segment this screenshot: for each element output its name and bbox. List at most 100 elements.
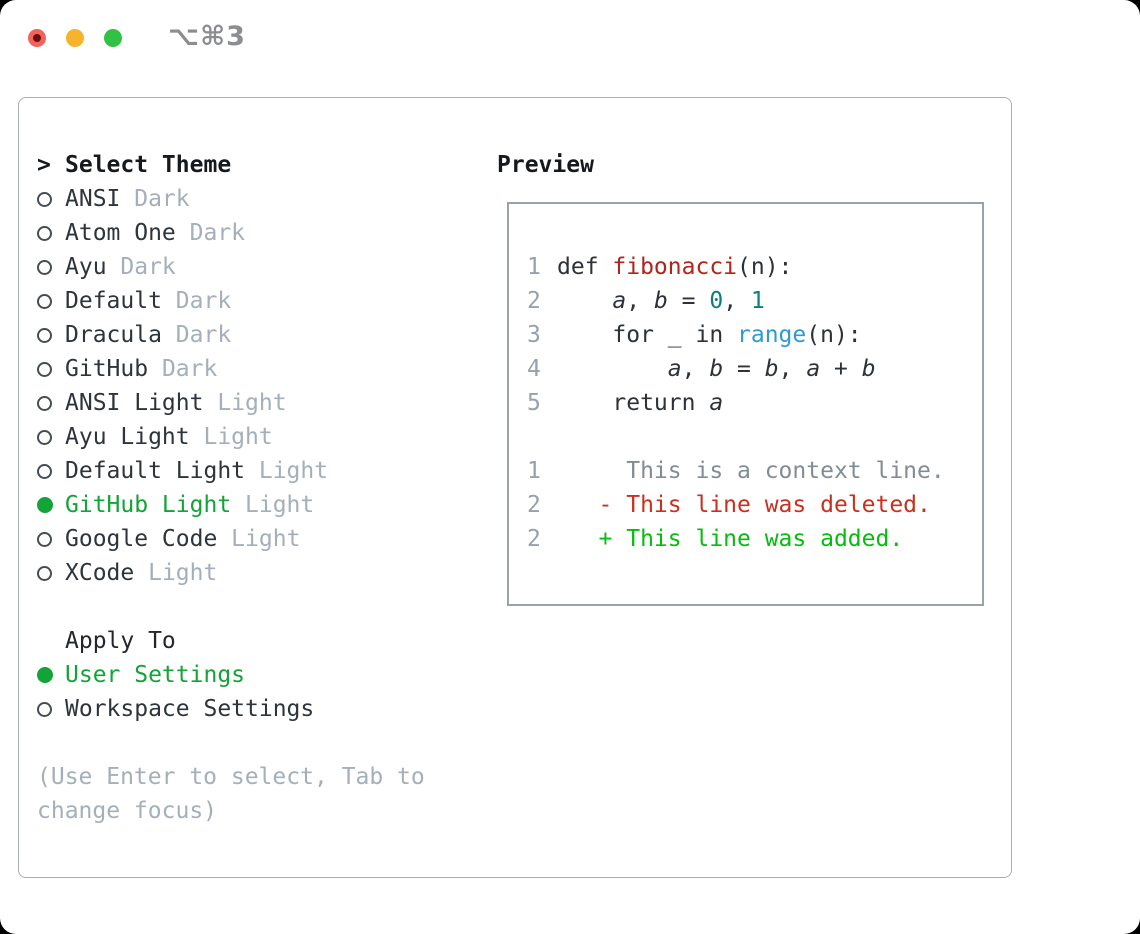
select-theme-header: > Select Theme (37, 148, 425, 182)
theme-name: Atom One (65, 220, 176, 246)
radio-unselected-icon (37, 395, 52, 411)
radio-icon (37, 565, 65, 581)
theme-name: Default (65, 288, 162, 314)
theme-option-google-code[interactable]: Google Code Light (37, 522, 425, 556)
theme-name: Google Code (65, 526, 218, 552)
line-number: 1 (527, 458, 541, 484)
theme-name: Ayu Light (65, 424, 190, 450)
code-text: a, b = 0, 1 (612, 288, 765, 314)
apply-to-header: Apply To (37, 624, 425, 658)
radio-selected-icon (37, 667, 53, 683)
radio-icon (37, 497, 65, 513)
code-line: 3 for _ in range(n): (527, 318, 982, 352)
theme-name: GitHub Light (65, 492, 232, 518)
theme-variant-tag: Dark (161, 322, 232, 348)
theme-variant-tag: Light (203, 390, 287, 416)
radio-selected-icon (37, 497, 53, 513)
radio-icon (37, 327, 65, 343)
radio-icon (37, 463, 65, 479)
line-number: 4 (527, 356, 541, 382)
spacer (37, 726, 425, 760)
radio-unselected-icon (37, 293, 52, 309)
radio-icon (37, 293, 65, 309)
radio-icon (37, 395, 65, 411)
radio-icon (37, 429, 65, 445)
line-number: 2 (527, 288, 541, 314)
hint-text-line1: (Use Enter to select, Tab to (37, 764, 425, 790)
theme-option-github-light[interactable]: GitHub Light Light (37, 488, 425, 522)
line-number: 5 (527, 390, 541, 416)
code-text: + This line was added. (557, 526, 904, 552)
radio-unselected-icon (37, 259, 52, 275)
code-text: for _ in range(n): (557, 322, 862, 348)
code-line: 2 a, b = 0, 1 (527, 284, 982, 318)
theme-variant-tag: Dark (175, 220, 246, 246)
theme-name: ANSI (65, 186, 121, 212)
code-text: - This line was deleted. (557, 492, 931, 518)
theme-name: Default Light (65, 458, 246, 484)
radio-icon (37, 225, 65, 241)
apply-option-workspace-settings[interactable]: Workspace Settings (37, 692, 425, 726)
theme-variant-tag: Dark (106, 254, 176, 280)
code-line: 4 a, b = b, a + b (527, 352, 982, 386)
theme-option-ansi-light[interactable]: ANSI Light Light (37, 386, 425, 420)
apply-option-user-settings[interactable]: User Settings (37, 658, 425, 692)
theme-option-ayu-light[interactable]: Ayu Light Light (37, 420, 425, 454)
theme-option-github[interactable]: GitHub Dark (37, 352, 425, 386)
theme-variant-tag: Light (245, 458, 329, 484)
theme-variant-tag: Dark (161, 288, 232, 314)
theme-name: ANSI Light (65, 390, 204, 416)
line-number: 2 (527, 526, 541, 552)
theme-variant-tag: Light (134, 560, 218, 586)
line-number: 3 (527, 322, 541, 348)
theme-option-default-light[interactable]: Default Light Light (37, 454, 425, 488)
theme-option-dracula[interactable]: Dracula Dark (37, 318, 425, 352)
theme-option-default[interactable]: Default Dark (37, 284, 425, 318)
radio-unselected-icon (37, 191, 52, 207)
preview-title: Preview (497, 152, 594, 178)
code-line: 1 This is a context line. (527, 454, 982, 488)
theme-variant-tag: Light (189, 424, 273, 450)
radio-unselected-icon (37, 701, 52, 717)
radio-unselected-icon (37, 327, 52, 343)
radio-icon (37, 259, 65, 275)
radio-unselected-icon (37, 463, 52, 479)
radio-unselected-icon (37, 429, 52, 445)
code-text: a, b = b, a + b (667, 356, 876, 382)
select-theme-title: Select Theme (65, 152, 232, 178)
close-button[interactable] (28, 29, 46, 47)
radio-unselected-icon (37, 531, 52, 547)
hint-text-line2: change focus) (37, 798, 218, 824)
radio-icon (37, 667, 65, 683)
code-line: 1 def fibonacci(n): (527, 250, 982, 284)
spacer (37, 590, 425, 624)
apply-to-title: Apply To (65, 628, 176, 654)
minimize-button[interactable] (66, 29, 84, 47)
theme-variant-tag: Dark (120, 186, 190, 212)
radio-icon (37, 701, 65, 717)
code-line: 2 - This line was deleted. (527, 488, 982, 522)
line-number: 1 (527, 254, 541, 280)
theme-variant-tag: Light (231, 492, 315, 518)
code-text: def fibonacci(n): (557, 254, 793, 280)
apply-option-label: Workspace Settings (65, 696, 315, 722)
theme-name: Dracula (65, 322, 162, 348)
theme-option-ayu[interactable]: Ayu Dark (37, 250, 425, 284)
zoom-button[interactable] (104, 29, 122, 47)
theme-option-atom-one[interactable]: Atom One Dark (37, 216, 425, 250)
code-text: return a (557, 390, 724, 416)
line-number: 2 (527, 492, 541, 518)
radio-unselected-icon (37, 361, 52, 377)
theme-option-ansi[interactable]: ANSI Dark (37, 182, 425, 216)
radio-unselected-icon (37, 225, 52, 241)
theme-name: GitHub (65, 356, 149, 382)
radio-unselected-icon (37, 565, 52, 581)
apply-option-label: User Settings (65, 662, 246, 688)
prompt-icon: > (37, 152, 51, 178)
theme-option-xcode[interactable]: XCode Light (37, 556, 425, 590)
